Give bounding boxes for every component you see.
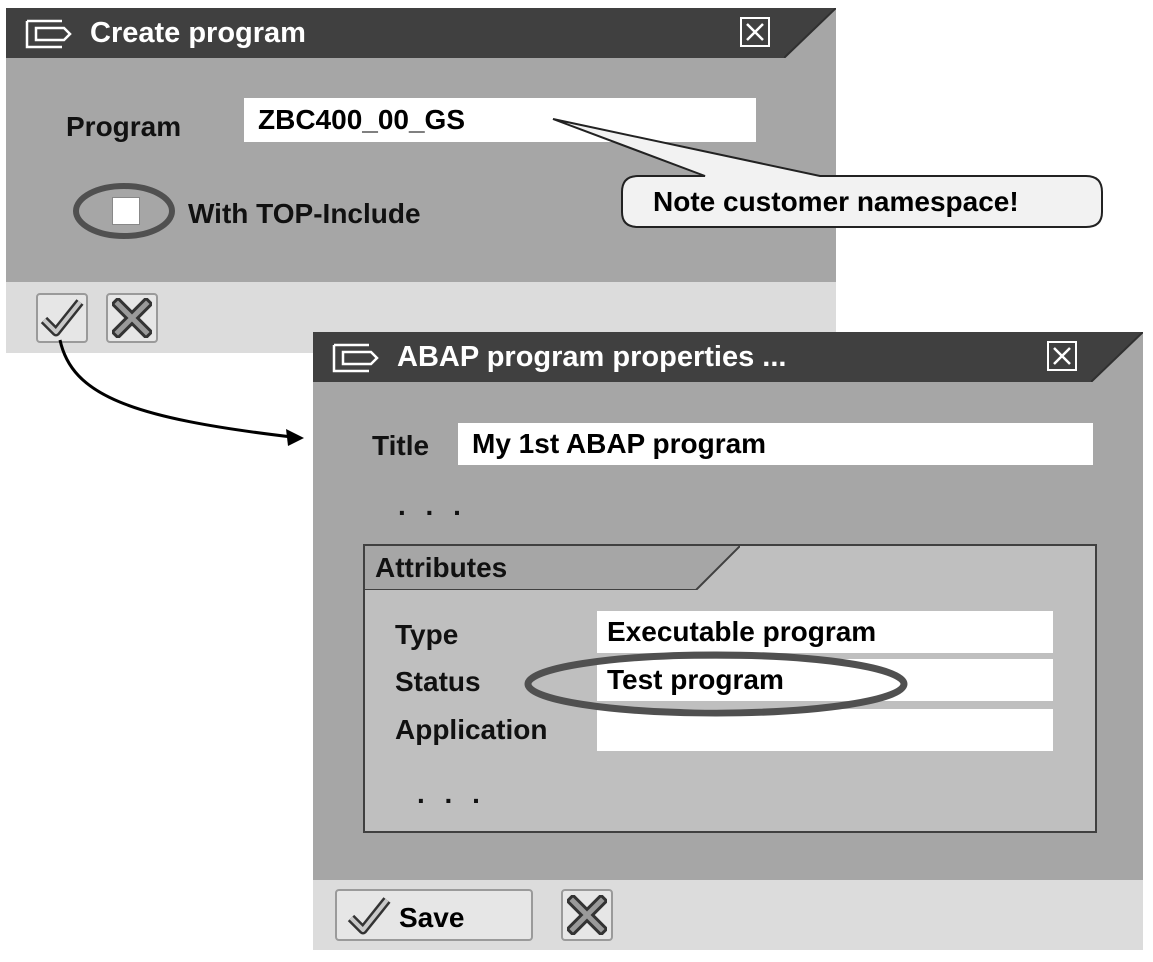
status-input[interactable]: Test program	[597, 659, 1053, 701]
close-icon	[1053, 347, 1071, 365]
attributes-heading: Attributes	[375, 552, 508, 583]
dialog-window-icon	[25, 19, 72, 49]
create-program-titlebar: Create program	[6, 8, 836, 58]
flow-arrowhead	[286, 429, 304, 446]
callout-text: Note customer namespace!	[653, 186, 1019, 217]
titlebar-corner-decoration	[784, 8, 836, 58]
properties-cancel-button[interactable]	[561, 889, 613, 941]
confirm-button[interactable]	[36, 293, 88, 343]
flow-arrow	[58, 339, 293, 439]
checkmark-icon	[40, 299, 84, 337]
create-program-title: Create program	[90, 17, 306, 49]
top-include-label: With TOP-Include	[188, 198, 421, 229]
program-input[interactable]: ZBC400_00_GS	[244, 98, 756, 142]
attributes-tab-shape	[365, 546, 740, 590]
properties-close-button[interactable]	[1047, 341, 1077, 371]
cancel-button[interactable]	[106, 293, 158, 343]
application-input[interactable]	[597, 709, 1053, 751]
abap-program-properties-dialog: ABAP program properties ... Title My 1st…	[313, 332, 1143, 950]
cancel-x-icon	[567, 895, 607, 935]
ellipsis: . . .	[398, 490, 467, 521]
top-include-checkbox[interactable]	[112, 197, 140, 225]
save-button-label: Save	[399, 902, 465, 933]
properties-title: ABAP program properties ...	[397, 341, 787, 373]
create-program-close-button[interactable]	[740, 17, 770, 47]
title-label: Title	[372, 430, 430, 461]
create-program-dialog: Create program Program ZBC400_00_GS With…	[6, 8, 836, 353]
program-label: Program	[66, 111, 182, 142]
type-input[interactable]: Executable program	[597, 611, 1053, 653]
title-input[interactable]: My 1st ABAP program	[458, 423, 1093, 465]
type-label: Type	[395, 619, 459, 650]
status-label: Status	[395, 666, 481, 697]
titlebar-corner-decoration	[1091, 332, 1143, 382]
checkmark-icon	[347, 897, 391, 935]
dialog-window-icon	[332, 343, 379, 373]
attributes-ellipsis: . . .	[417, 778, 486, 809]
close-icon	[746, 23, 764, 41]
attributes-group: Attributes Type Executable program Statu…	[363, 544, 1097, 833]
application-label: Application	[395, 714, 548, 745]
cancel-x-icon	[112, 298, 152, 338]
save-button[interactable]: Save	[335, 889, 533, 941]
properties-titlebar: ABAP program properties ...	[313, 332, 1143, 382]
